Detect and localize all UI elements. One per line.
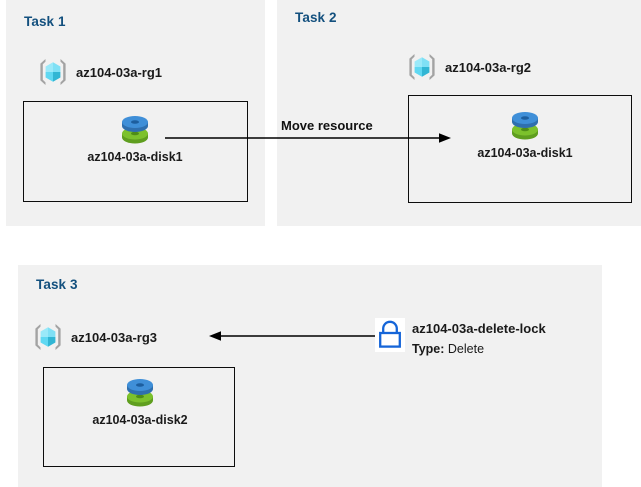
connector-delete-lock xyxy=(207,326,377,351)
connector-move-resource-label: Move resource xyxy=(281,118,373,133)
panel-task-3 xyxy=(18,265,602,487)
resource-disk-task-2: az104-03a-disk1 xyxy=(470,108,580,160)
delete-lock-type-value: Delete xyxy=(447,342,485,356)
panel-title-task-2: Task 2 xyxy=(295,10,337,25)
delete-lock-name: az104-03a-delete-lock xyxy=(412,321,546,336)
resource-group-task-2: az104-03a-rg2 xyxy=(405,50,531,84)
delete-lock-type: Type: Delete xyxy=(412,342,484,356)
resource-box-task-3 xyxy=(43,367,235,467)
resource-box-task-1 xyxy=(23,101,248,202)
resource-disk-task-1: az104-03a-disk1 xyxy=(80,112,190,164)
resource-group-label: az104-03a-rg1 xyxy=(76,64,162,80)
delete-lock-text-block: az104-03a-delete-lock Type: Delete xyxy=(412,318,546,359)
resource-group-icon xyxy=(405,50,439,84)
disk-icon xyxy=(505,108,545,144)
resource-group-task-3: az104-03a-rg3 xyxy=(31,320,157,354)
resource-disk-label: az104-03a-disk2 xyxy=(92,413,188,427)
panel-task-1 xyxy=(6,0,265,226)
disk-icon xyxy=(120,375,160,411)
disk-icon xyxy=(115,112,155,148)
connector-move-resource xyxy=(165,128,455,153)
resource-disk-label: az104-03a-disk1 xyxy=(477,146,573,160)
resource-box-task-2 xyxy=(408,95,632,203)
panel-task-2 xyxy=(277,0,641,226)
delete-lock-type-label: Type: xyxy=(412,342,445,356)
lock-icon xyxy=(375,318,405,352)
resource-group-icon xyxy=(31,320,65,354)
resource-disk-task-3: az104-03a-disk2 xyxy=(85,375,195,427)
resource-group-label: az104-03a-rg3 xyxy=(71,329,157,345)
resource-group-label: az104-03a-rg2 xyxy=(445,59,531,75)
resource-group-task-1: az104-03a-rg1 xyxy=(36,55,162,89)
resource-group-icon xyxy=(36,55,70,89)
panel-title-task-1: Task 1 xyxy=(24,14,66,29)
delete-lock: az104-03a-delete-lock Type: Delete xyxy=(375,318,546,359)
panel-title-task-3: Task 3 xyxy=(36,277,78,292)
resource-disk-label: az104-03a-disk1 xyxy=(87,150,183,164)
